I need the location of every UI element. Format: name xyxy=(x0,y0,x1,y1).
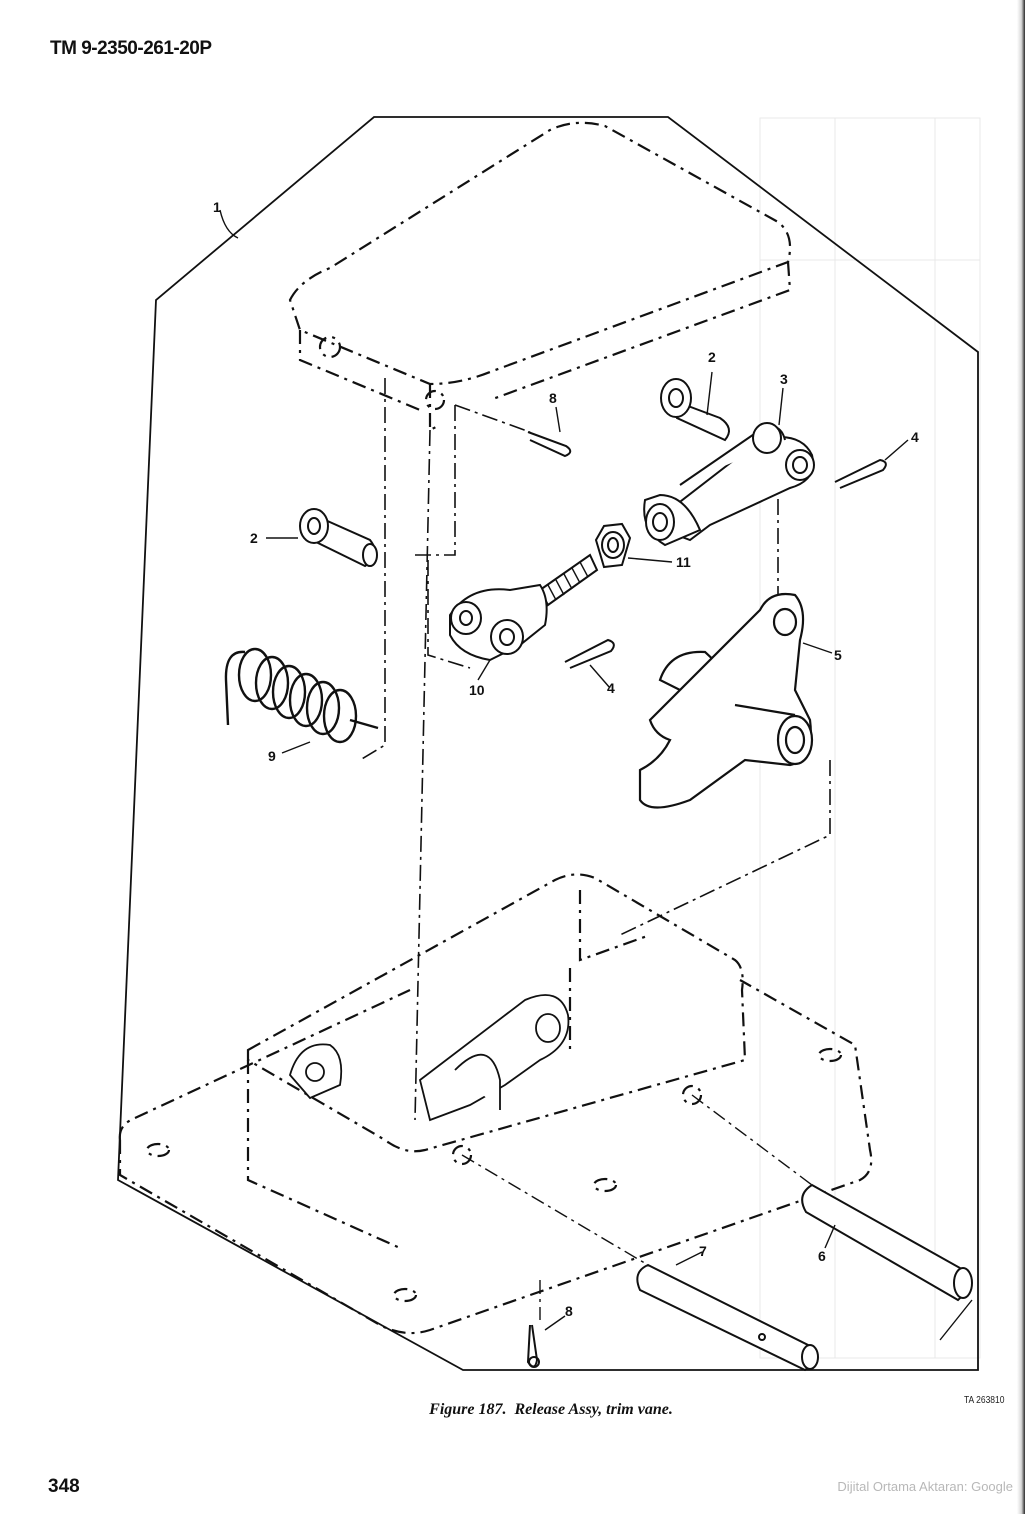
callout-4-upper: 4 xyxy=(911,429,919,445)
cotter-pins xyxy=(526,431,887,1368)
top-cover-phantom xyxy=(288,121,792,432)
torsion-spring-9 xyxy=(224,647,379,744)
bellcrank-lever-5 xyxy=(638,592,814,809)
callout-8-upper: 8 xyxy=(549,390,557,406)
figure-caption: Figure 187. Release Assy, trim vane. xyxy=(0,1401,1025,1419)
callout-leaders xyxy=(219,209,973,1341)
figure-number: Figure 187. xyxy=(429,1401,507,1418)
callout-5: 5 xyxy=(834,647,842,663)
clevis-rod-end-3 xyxy=(643,422,815,547)
page-number: 348 xyxy=(48,1476,80,1497)
callout-11: 11 xyxy=(676,554,691,570)
base-housing-phantom xyxy=(118,873,873,1335)
assembly-outline xyxy=(117,116,979,1371)
callout-3: 3 xyxy=(780,371,788,387)
callout-labels: 1 2 3 4 2 8 11 5 10 4 9 7 6 8 xyxy=(213,199,919,1319)
callout-7: 7 xyxy=(699,1243,707,1259)
callout-1: 1 xyxy=(213,199,221,215)
callout-10: 10 xyxy=(469,682,485,698)
callout-2-upper: 2 xyxy=(708,349,716,365)
callout-9: 9 xyxy=(268,748,276,764)
threaded-clevis-10 xyxy=(449,553,599,662)
callout-6: 6 xyxy=(818,1248,826,1264)
phantom-leaders xyxy=(461,1094,813,1320)
page-edge-shadow xyxy=(1017,0,1025,1514)
callout-2-lower: 2 xyxy=(250,530,258,546)
callout-8-lower: 8 xyxy=(565,1303,573,1319)
pin-2-lower xyxy=(299,508,378,568)
digitizer-watermark: Dijital Ortama Aktaran: Google xyxy=(837,1479,1013,1494)
figure-title: Release Assy, trim vane. xyxy=(514,1401,673,1418)
pin-2-upper xyxy=(660,378,730,442)
document-number: TM 9-2350-261-20P xyxy=(50,38,212,59)
interior-clevis xyxy=(289,994,570,1122)
callout-4-lower: 4 xyxy=(607,680,615,696)
ta-code: TA 263810 xyxy=(964,1395,1005,1406)
pins-6-7 xyxy=(636,1183,973,1372)
hex-nut-11 xyxy=(594,522,632,569)
